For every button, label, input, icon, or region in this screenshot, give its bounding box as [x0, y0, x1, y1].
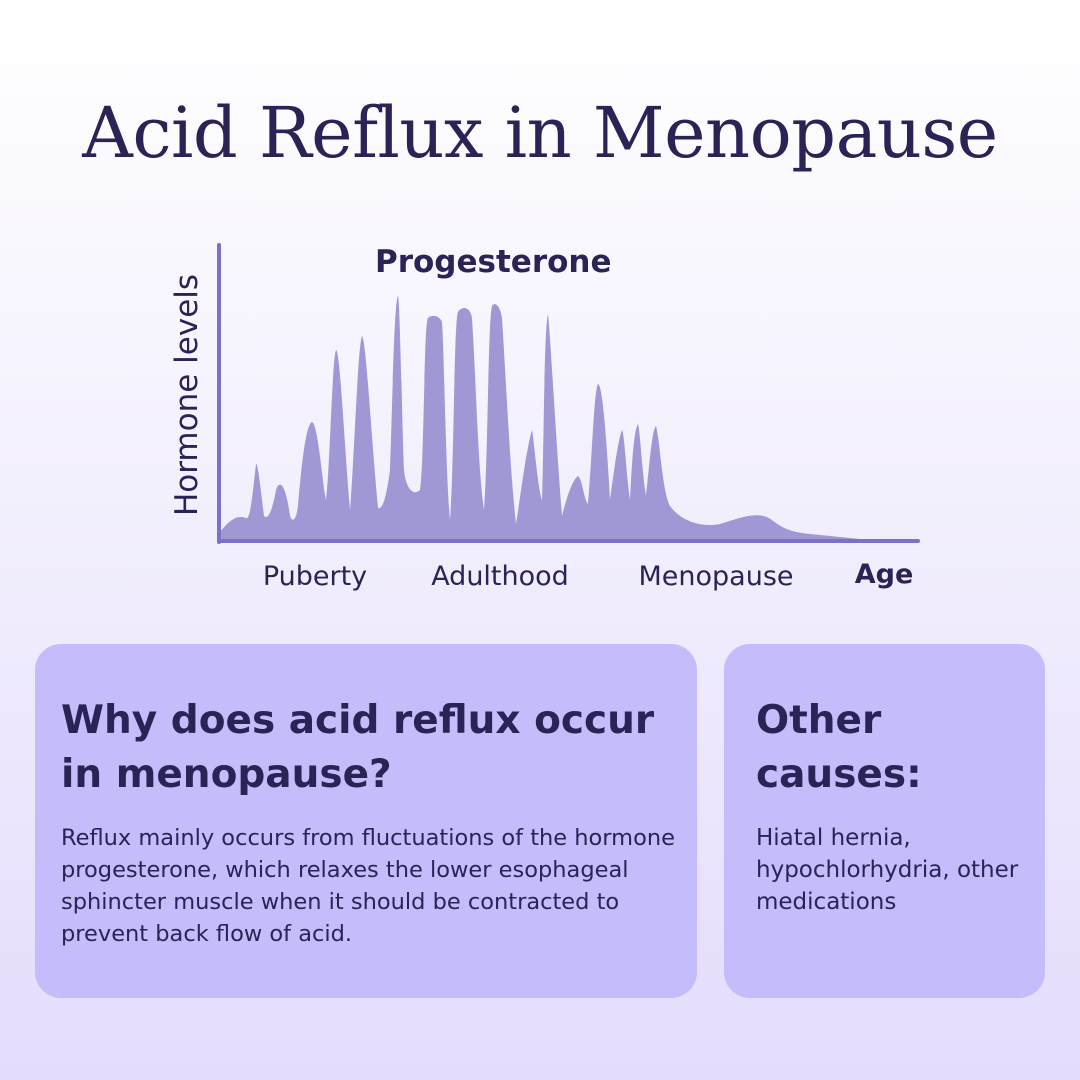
other-causes-card: Other causes: Hiatal hernia, hypochlorhy… [724, 644, 1045, 998]
other-causes-body: Hiatal hernia, hypochlorhydria, other me… [756, 825, 1019, 915]
x-phase-label-adulthood: Adulthood [431, 561, 569, 592]
x-phase-label-puberty: Puberty [263, 561, 367, 592]
x-axis-label: Age [855, 559, 914, 590]
page-title: Acid Reflux in Menopause [82, 92, 998, 174]
y-axis-label: Hormone levels [169, 274, 205, 516]
progesterone-chart: Progesterone Hormone levels Puberty Adul… [169, 243, 920, 592]
why-card-body: Reflux mainly occurs from fluctuations o… [61, 825, 675, 947]
chart-title: Progesterone [375, 244, 612, 280]
other-causes-heading: Other causes: [756, 698, 922, 797]
why-card-heading: Why does acid reflux occur in menopause? [61, 698, 655, 797]
x-phase-label-menopause: Menopause [638, 561, 793, 592]
progesterone-area [220, 296, 900, 540]
why-card: Why does acid reflux occur in menopause?… [35, 644, 697, 998]
